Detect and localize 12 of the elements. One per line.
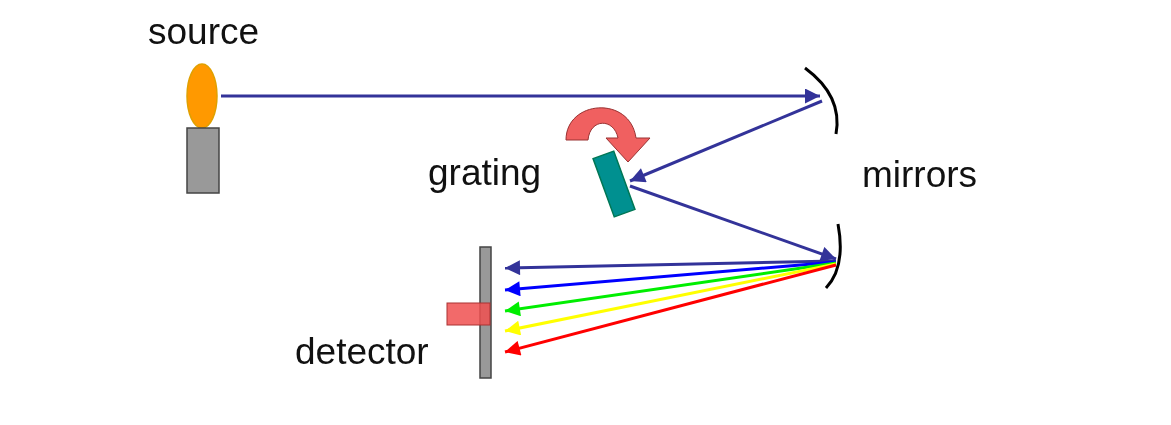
part-label: mirrors [862,155,978,195]
light-ray-arrow [504,260,837,297]
light-ray-arrow [504,263,837,356]
light-ray-arrow [504,261,837,317]
light-ray-arrow [221,88,820,104]
light-ray-arrow [504,259,837,276]
node-label: detector [295,332,429,372]
light-ray-arrow [629,99,823,183]
light-ray-arrow [629,184,837,262]
node-label: grating [428,153,542,193]
node-label: source [148,12,260,52]
light-ray-arrow [504,262,837,336]
